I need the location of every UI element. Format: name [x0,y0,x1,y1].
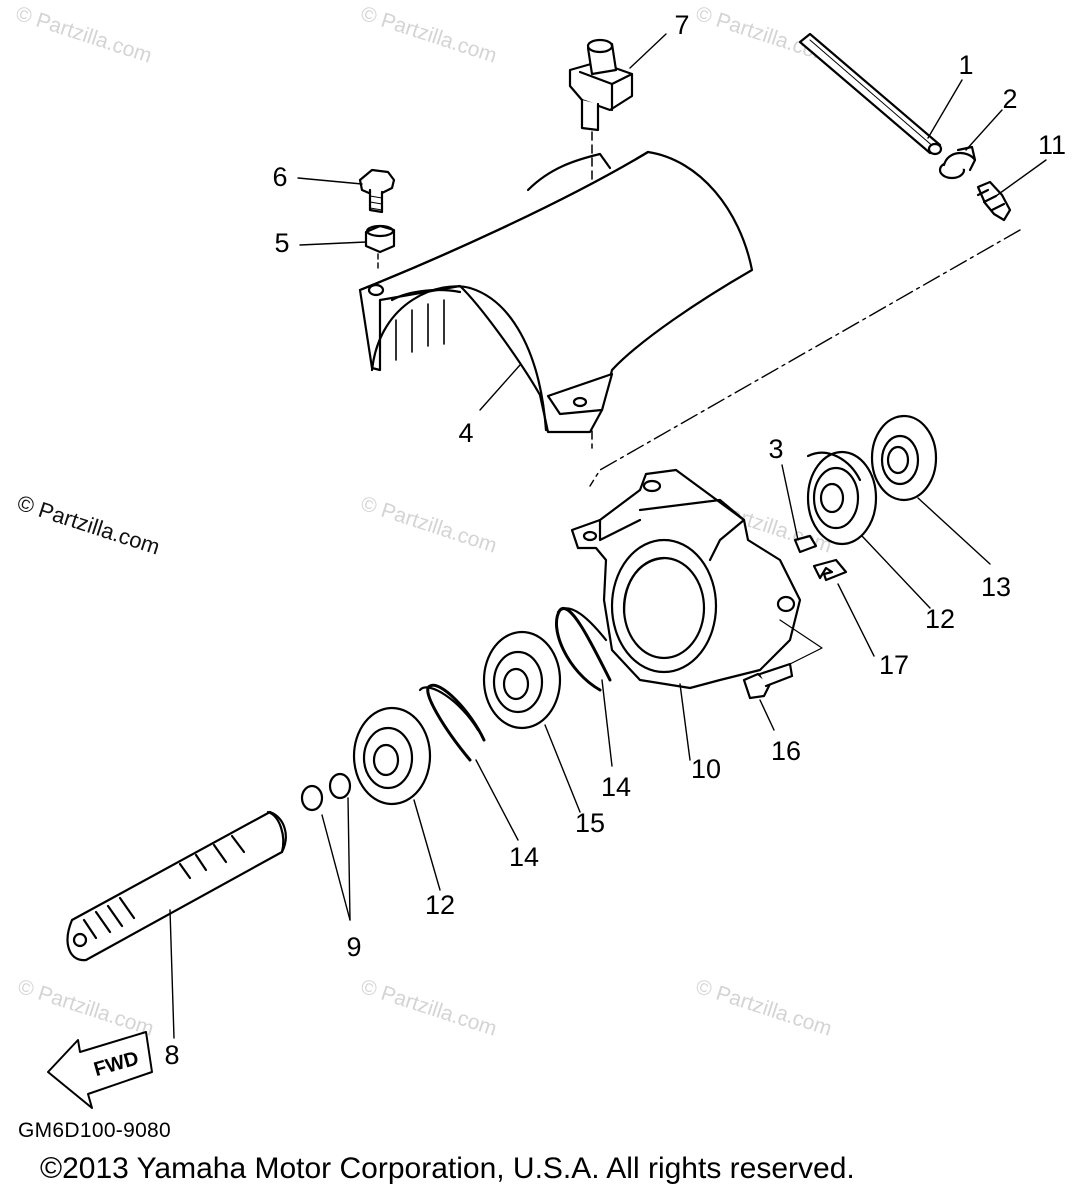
part-5-collar [364,224,396,254]
callout-11: 11 [1038,130,1066,160]
fwd-arrow-icon [47,1031,153,1109]
part-14-circlip-a [555,606,612,692]
part-10-housing [570,468,802,690]
part-1-pin [798,32,943,156]
part-17-plate [812,558,848,582]
part-13-bearing [870,414,938,502]
callout-15: 15 [575,808,605,838]
part-11-fitting [976,180,1012,222]
part-9-orings [300,772,352,812]
callout-2: 2 [1002,84,1017,114]
callout-3: 3 [768,434,783,464]
part-6-bolt [358,168,396,214]
part-16-bolt [742,662,794,700]
part-14-circlip-b [418,683,486,762]
callout-12-bottom: 12 [425,890,455,920]
part-3-pin [793,534,818,554]
callout-5: 5 [274,228,289,258]
callout-13: 13 [981,572,1011,602]
part-15-bearing [482,630,562,730]
callout-14-right: 14 [601,772,631,802]
callout-1: 1 [958,50,973,80]
callout-9: 9 [346,932,361,962]
part-12-bearing-bottom [352,706,432,806]
callout-16: 16 [771,736,801,766]
callout-8: 8 [164,1040,179,1070]
copyright-notice: ©2013 Yamaha Motor Corporation, U.S.A. A… [40,1152,855,1185]
callout-17: 17 [879,650,909,680]
part-2-clip [938,145,977,180]
callout-10: 10 [691,754,721,784]
callout-12-top: 12 [925,604,955,634]
part-7-clamp [568,38,634,132]
part-4-cover [358,150,754,434]
callout-14-left: 14 [509,842,539,872]
part-code: GM6D100-9080 [18,1119,172,1142]
callout-6: 6 [272,162,287,192]
callout-4: 4 [458,418,473,448]
callout-7: 7 [674,10,689,40]
part-8-shaft [66,810,287,962]
part-12-bearing-top [806,450,878,546]
